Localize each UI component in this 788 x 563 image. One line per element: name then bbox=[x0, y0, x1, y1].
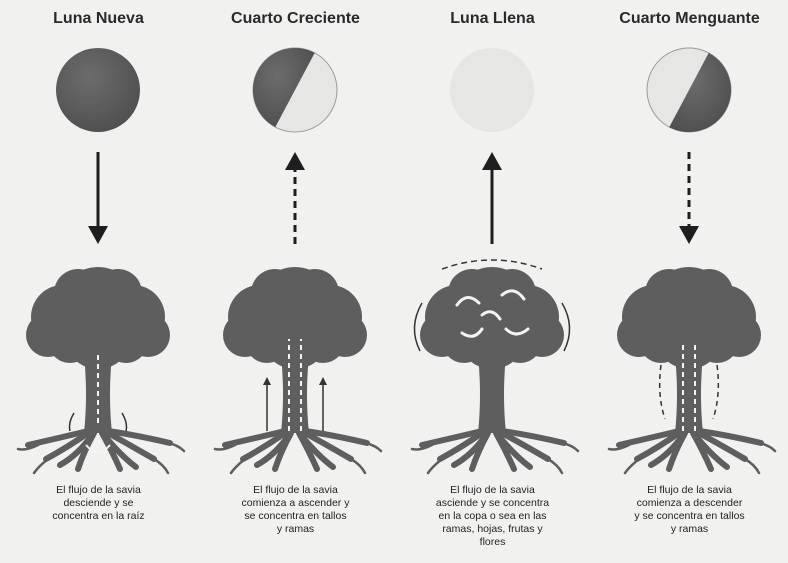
phase-caption: El flujo de la savia desciende y se conc… bbox=[18, 484, 179, 523]
phase-title: Cuarto Menguante bbox=[619, 10, 760, 27]
caption-line: El flujo de la savia bbox=[450, 484, 535, 496]
caption-line: comienza a descender bbox=[636, 497, 743, 509]
last-quarter-moon-icon bbox=[646, 47, 732, 133]
caption-line: concentra en la raíz bbox=[52, 510, 145, 522]
caption-line: El flujo de la savia bbox=[253, 484, 338, 496]
caption-line: asciende y se concentra bbox=[435, 497, 550, 509]
phase-title: Luna Llena bbox=[450, 10, 535, 27]
arrow-down-icon bbox=[88, 152, 108, 244]
caption-line: y ramas bbox=[276, 523, 315, 535]
first-quarter-moon-icon bbox=[252, 47, 338, 133]
caption-line: ramas, hojas, frutas y bbox=[442, 523, 543, 535]
tree-illustration bbox=[16, 267, 186, 475]
phase-new-moon: Luna Nueva El flujo de la savia desciend… bbox=[0, 0, 197, 563]
arrow-up-icon bbox=[482, 152, 502, 244]
phase-full-moon: Luna Llena El flujo de la savia asciende… bbox=[394, 0, 591, 563]
caption-line: y se concentra en tallos bbox=[634, 510, 745, 522]
dashed-arrow-up-icon bbox=[285, 152, 305, 244]
phase-caption: El flujo de la savia asciende y se conce… bbox=[412, 484, 573, 549]
tree-illustration bbox=[410, 259, 580, 475]
caption-line: se concentra en tallos bbox=[244, 510, 347, 522]
caption-line: desciende y se bbox=[63, 497, 134, 509]
caption-line: y ramas bbox=[670, 523, 709, 535]
phase-title: Luna Nueva bbox=[53, 10, 144, 27]
phase-title: Cuarto Creciente bbox=[231, 10, 360, 27]
full-moon-icon bbox=[450, 48, 534, 132]
phase-caption: El flujo de la savia comienza a ascender… bbox=[215, 484, 376, 536]
caption-line: El flujo de la savia bbox=[56, 484, 141, 496]
dashed-arrow-down-icon bbox=[679, 152, 699, 244]
tree-illustration bbox=[213, 267, 383, 475]
caption-line: en la copa o sea en las bbox=[438, 510, 547, 522]
caption-line: flores bbox=[479, 536, 506, 548]
caption-line: comienza a ascender y bbox=[241, 497, 350, 509]
tree-illustration bbox=[607, 267, 777, 475]
caption-line: El flujo de la savia bbox=[647, 484, 732, 496]
phase-caption: El flujo de la savia comienza a descende… bbox=[609, 484, 770, 536]
phase-last-quarter: Cuarto Menguante El flujo de la savia co… bbox=[591, 0, 788, 563]
new-moon-icon bbox=[56, 48, 140, 132]
phase-first-quarter: Cuarto Creciente El flujo de la savia co… bbox=[197, 0, 394, 563]
